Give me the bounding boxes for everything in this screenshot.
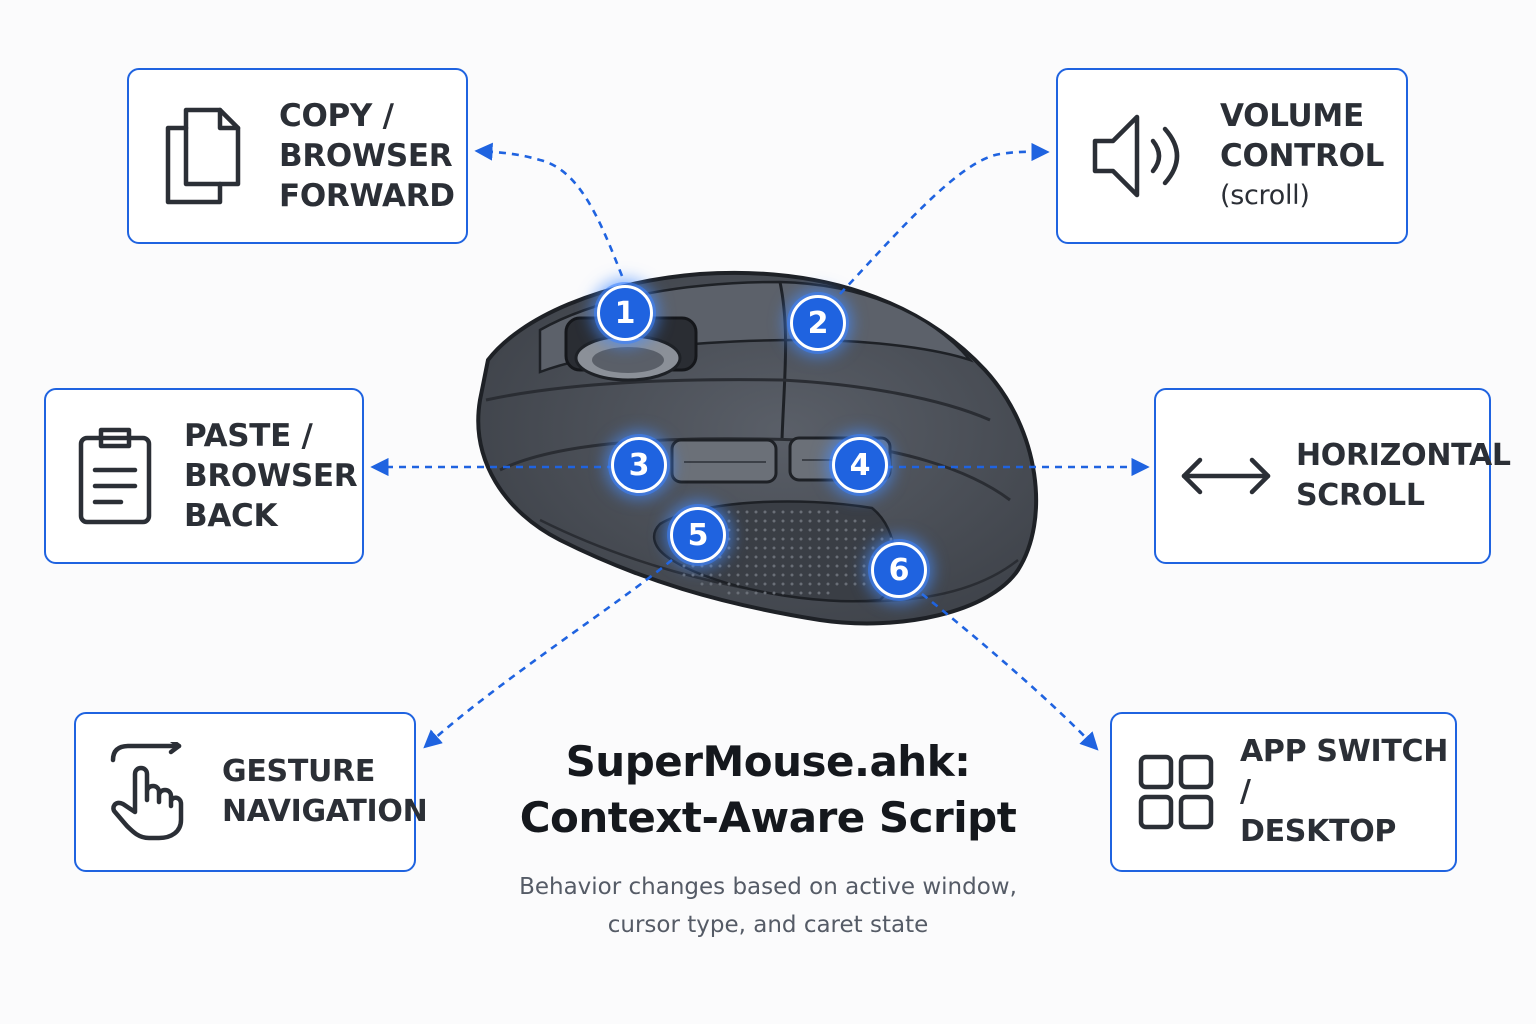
connector-lines <box>370 142 1150 751</box>
page-title: SuperMouse.ahk: Context-Aware Script <box>468 734 1068 846</box>
card-gesture-line-2: NAVIGATION <box>222 794 428 829</box>
card-paste-browser-back: PASTE / BROWSER BACK <box>44 388 364 564</box>
card-copy-line-3: FORWARD <box>279 178 455 214</box>
connector-5 <box>423 558 673 749</box>
card-paste-line-1: PASTE / <box>184 418 313 454</box>
swipe-hand-icon <box>76 742 222 842</box>
card-volume-sub: (scroll) <box>1220 180 1310 211</box>
card-copy-line-1: COPY / <box>279 98 394 134</box>
badge-2: 2 <box>790 295 846 351</box>
card-volume-control: VOLUME CONTROL (scroll) <box>1056 68 1408 244</box>
card-copy-label: COPY / BROWSER FORWARD <box>279 96 455 216</box>
clipboard-icon <box>46 426 184 526</box>
app-grid-icon <box>1112 754 1240 830</box>
left-right-arrow-icon <box>1156 456 1296 496</box>
card-gesture-line-1: GESTURE <box>222 754 376 789</box>
card-paste-line-2: BROWSER <box>184 458 358 494</box>
badge-3: 3 <box>611 437 667 493</box>
speaker-volume-icon <box>1058 111 1220 201</box>
card-copy-line-2: BROWSER <box>279 138 453 174</box>
card-app-switch-desktop: APP SWITCH / DESKTOP <box>1110 712 1457 872</box>
badge-6: 6 <box>871 542 927 598</box>
badge-4: 4 <box>832 437 888 493</box>
title-line-2: Context-Aware Script <box>519 793 1017 842</box>
subtitle-line-2: cursor type, and caret state <box>607 912 929 938</box>
card-appswitch-line-1: APP SWITCH / <box>1240 734 1449 809</box>
subtitle-line-1: Behavior changes based on active window, <box>519 874 1017 900</box>
copy-documents-icon <box>129 106 279 206</box>
card-paste-label: PASTE / BROWSER BACK <box>184 416 358 536</box>
card-gesture-label: GESTURE NAVIGATION <box>222 752 428 832</box>
card-horizontal-scroll: HORIZONTAL SCROLL <box>1154 388 1511 564</box>
badge-5: 5 <box>670 507 726 563</box>
card-copy-browser-forward: COPY / BROWSER FORWARD <box>127 68 468 244</box>
badge-1: 1 <box>597 285 653 341</box>
mouse-body <box>476 270 1039 626</box>
page-subtitle: Behavior changes based on active window,… <box>468 868 1068 944</box>
card-hscroll-line-1: HORIZONTAL <box>1296 438 1511 473</box>
connector-2 <box>839 142 1050 295</box>
card-paste-line-3: BACK <box>184 498 278 534</box>
card-volume-line-2: CONTROL <box>1220 138 1385 174</box>
card-volume-line-1: VOLUME <box>1220 98 1364 134</box>
card-appswitch-label: APP SWITCH / DESKTOP <box>1240 732 1455 852</box>
card-volume-label: VOLUME CONTROL (scroll) <box>1220 96 1384 216</box>
connector-1 <box>474 142 624 277</box>
connector-6 <box>921 592 1099 751</box>
card-hscroll-line-2: SCROLL <box>1296 478 1425 513</box>
card-hscroll-label: HORIZONTAL SCROLL <box>1296 436 1511 516</box>
card-gesture-navigation: GESTURE NAVIGATION <box>74 712 428 872</box>
title-line-1: SuperMouse.ahk: <box>565 737 971 786</box>
card-appswitch-line-2: DESKTOP <box>1240 814 1397 849</box>
